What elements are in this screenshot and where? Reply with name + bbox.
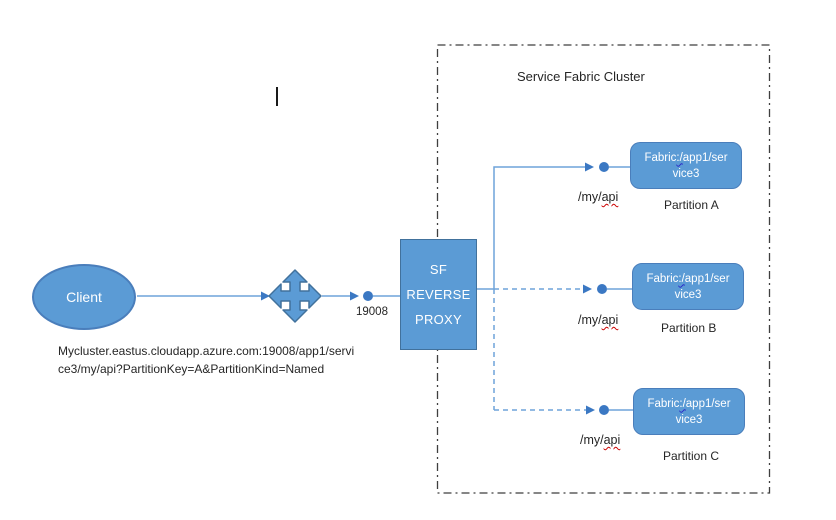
service-label-squiggle: :/: [676, 151, 683, 164]
route-api: api: [603, 433, 621, 447]
service-label-line1: Fabric:/app1/ser: [647, 396, 730, 412]
proxy-port-label: 19008: [356, 306, 388, 318]
route-label-partition-c: /my/api: [580, 433, 620, 447]
connection-dot: [597, 284, 607, 294]
service-label-line2: vice3: [672, 167, 700, 180]
client-url-line1: Mycluster.eastus.cloudapp.azure.com:1900…: [58, 344, 355, 358]
service-node-partition-c: Fabric:/app1/ser vice3: [633, 388, 745, 435]
service-label-post: app1/ser: [682, 151, 728, 164]
route-prefix: /my/: [580, 433, 604, 447]
route-label-partition-b: /my/api: [578, 313, 618, 327]
service-label-line2: vice3: [674, 288, 702, 301]
route-api: api: [601, 190, 619, 204]
service-label-post: app1/ser: [684, 272, 730, 285]
arrowhead-icon: [583, 284, 592, 294]
service-label-squiggle: :/: [679, 397, 686, 410]
service-label-pre: Fabric: [647, 397, 680, 410]
cluster-title: Service Fabric Cluster: [517, 69, 645, 84]
sf-reverse-proxy-label: SF REVERSE PROXY: [406, 262, 471, 327]
arrowhead-icon: [586, 405, 595, 415]
sf-reverse-proxy-node: SF REVERSE PROXY: [400, 239, 477, 350]
service-label-pre: Fabric: [644, 151, 677, 164]
route-prefix: /my/: [578, 313, 602, 327]
client-label: Client: [66, 289, 102, 305]
client-url: Mycluster.eastus.cloudapp.azure.com:1900…: [58, 343, 378, 378]
proxy-to-partition-a-line: [477, 166, 585, 290]
arrowhead-icon: [585, 162, 594, 172]
text-caret: [276, 87, 278, 106]
connection-dot: [599, 162, 609, 172]
service-label-line1: Fabric:/app1/ser: [646, 271, 729, 287]
service-node-partition-b: Fabric:/app1/ser vice3: [632, 263, 744, 310]
arrowhead-icon: [261, 291, 270, 301]
arrowhead-icon: [350, 291, 359, 301]
service-label-post: app1/ser: [685, 397, 731, 410]
connection-dot: [599, 405, 609, 415]
service-node-partition-a: Fabric:/app1/ser vice3: [630, 142, 742, 189]
route-label-partition-a: /my/api: [578, 190, 618, 204]
partition-c-label: Partition C: [663, 449, 720, 463]
client-url-line2: ce3/my/api?PartitionKey=A&PartitionKind=…: [58, 361, 325, 376]
connection-dot: [363, 291, 373, 301]
move-icon: [268, 269, 322, 323]
service-label-line2: vice3: [675, 413, 703, 426]
partition-a-label: Partition A: [664, 198, 719, 212]
service-label-squiggle: :/: [678, 272, 685, 285]
service-label-line1: Fabric:/app1/ser: [644, 150, 727, 166]
client-node: Client: [32, 264, 136, 330]
route-api: api: [601, 313, 619, 327]
service-label-pre: Fabric: [646, 272, 679, 285]
route-prefix: /my/: [578, 190, 602, 204]
partition-b-label: Partition B: [661, 321, 717, 335]
